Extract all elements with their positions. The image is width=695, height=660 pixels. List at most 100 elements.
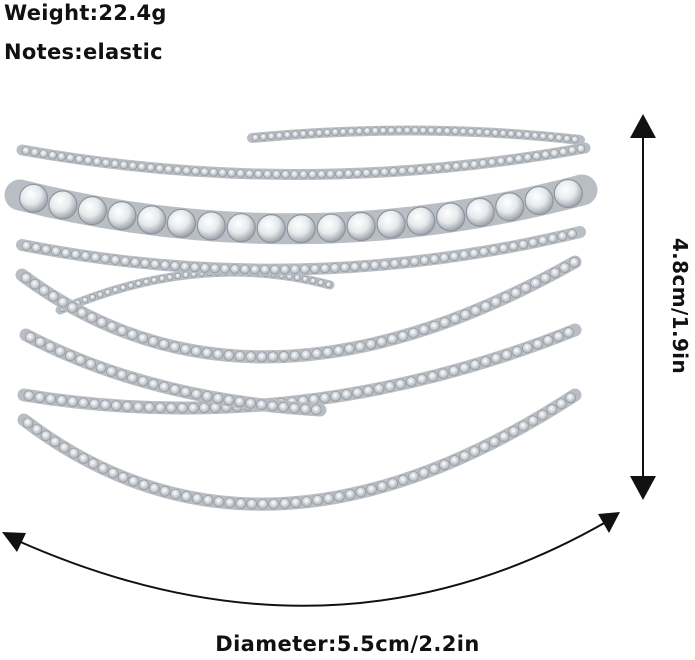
rhinestone bbox=[320, 263, 330, 274]
rhinestone bbox=[106, 321, 118, 333]
rhinestone bbox=[180, 343, 191, 355]
rhinestone bbox=[528, 237, 538, 248]
rhinestone bbox=[532, 338, 544, 350]
rhinestone bbox=[137, 162, 147, 172]
rhinestone bbox=[224, 497, 236, 509]
strand-middle bbox=[16, 226, 586, 276]
rhinestone bbox=[158, 275, 166, 282]
rhinestone bbox=[530, 277, 541, 289]
rhinestone bbox=[309, 277, 317, 285]
rhinestone bbox=[263, 169, 272, 179]
rhinestone bbox=[21, 146, 31, 156]
rhinestone bbox=[449, 251, 460, 262]
strand-cross-1 bbox=[15, 255, 582, 364]
rhinestone bbox=[289, 402, 300, 414]
rhinestone bbox=[166, 208, 196, 238]
bracelet-image bbox=[4, 125, 598, 511]
rhinestone bbox=[451, 127, 460, 135]
rhinestone bbox=[363, 127, 372, 135]
rhinestone bbox=[31, 424, 43, 435]
rhinestone bbox=[230, 264, 240, 274]
rhinestone bbox=[389, 258, 400, 269]
rhinestone bbox=[286, 214, 316, 244]
rhinestone bbox=[310, 264, 320, 274]
rhinestone bbox=[490, 296, 502, 308]
rhinestone bbox=[80, 251, 91, 261]
rhinestone bbox=[346, 211, 376, 242]
rhinestone bbox=[299, 130, 308, 138]
rhinestone bbox=[515, 130, 523, 139]
rhinestone bbox=[443, 162, 452, 172]
rhinestone bbox=[169, 384, 181, 395]
rhinestone bbox=[57, 296, 69, 308]
rhinestone bbox=[569, 257, 580, 268]
rhinestone bbox=[387, 333, 398, 345]
rhinestone bbox=[68, 447, 80, 459]
rhinestone bbox=[201, 347, 213, 359]
rhinestone bbox=[67, 396, 78, 408]
rhinestone bbox=[483, 128, 492, 137]
rhinestone bbox=[140, 258, 150, 269]
rhinestone bbox=[107, 467, 119, 479]
rhinestone bbox=[254, 169, 263, 179]
rhinestone bbox=[160, 260, 170, 270]
rhinestone bbox=[251, 133, 260, 142]
rhinestone bbox=[127, 372, 138, 384]
rhinestone bbox=[555, 133, 563, 142]
strand-top bbox=[16, 142, 591, 180]
rhinestone bbox=[571, 135, 579, 144]
rhinestone bbox=[127, 329, 138, 340]
rhinestone bbox=[508, 426, 520, 437]
rhinestone bbox=[300, 349, 312, 361]
rhinestone bbox=[234, 350, 246, 362]
rhinestone bbox=[428, 463, 440, 475]
rhinestone bbox=[537, 409, 548, 421]
rhinestone bbox=[170, 488, 181, 500]
rhinestone bbox=[290, 264, 300, 275]
rhinestone bbox=[299, 170, 308, 179]
strand-bottom bbox=[17, 388, 582, 511]
rhinestone bbox=[89, 398, 100, 410]
rhinestone bbox=[256, 214, 286, 244]
rhinestone bbox=[130, 257, 140, 268]
rhinestone bbox=[227, 168, 236, 178]
rhinestone bbox=[101, 158, 111, 168]
rhinestone bbox=[491, 129, 500, 137]
rhinestone bbox=[30, 147, 40, 157]
strand-back-upper bbox=[247, 125, 585, 145]
rhinestone bbox=[51, 246, 61, 257]
rhinestone bbox=[376, 481, 388, 492]
rhinestone bbox=[218, 168, 227, 178]
rhinestone bbox=[539, 132, 547, 141]
rhinestone bbox=[223, 350, 235, 361]
rhinestone bbox=[355, 127, 364, 136]
rhinestone bbox=[322, 347, 334, 358]
rhinestone bbox=[373, 383, 385, 394]
rhinestone bbox=[469, 248, 479, 259]
rhinestone bbox=[387, 478, 399, 489]
rhinestone bbox=[245, 351, 257, 362]
rhinestone bbox=[459, 127, 468, 136]
rhinestone bbox=[347, 127, 356, 136]
rhinestone bbox=[371, 168, 380, 177]
rhinestone bbox=[34, 392, 46, 403]
rhinestone bbox=[434, 163, 443, 173]
rhinestone bbox=[110, 255, 121, 265]
rhinestone bbox=[319, 392, 331, 404]
rhinestone bbox=[22, 417, 34, 429]
rhinestone bbox=[527, 415, 539, 427]
rhinestone bbox=[76, 307, 88, 319]
rhinestone bbox=[498, 431, 510, 443]
rhinestone bbox=[100, 399, 111, 411]
rhinestone bbox=[550, 148, 559, 158]
rhinestone bbox=[496, 156, 506, 166]
rhinestone bbox=[514, 154, 524, 164]
rhinestone bbox=[44, 341, 56, 353]
rhinestone bbox=[137, 332, 149, 344]
rhinestone bbox=[523, 131, 531, 139]
rhinestone bbox=[317, 279, 325, 286]
rhinestone bbox=[427, 126, 436, 135]
rhinestone bbox=[352, 387, 363, 399]
rhinestone bbox=[567, 145, 577, 155]
rhinestone bbox=[209, 168, 218, 177]
